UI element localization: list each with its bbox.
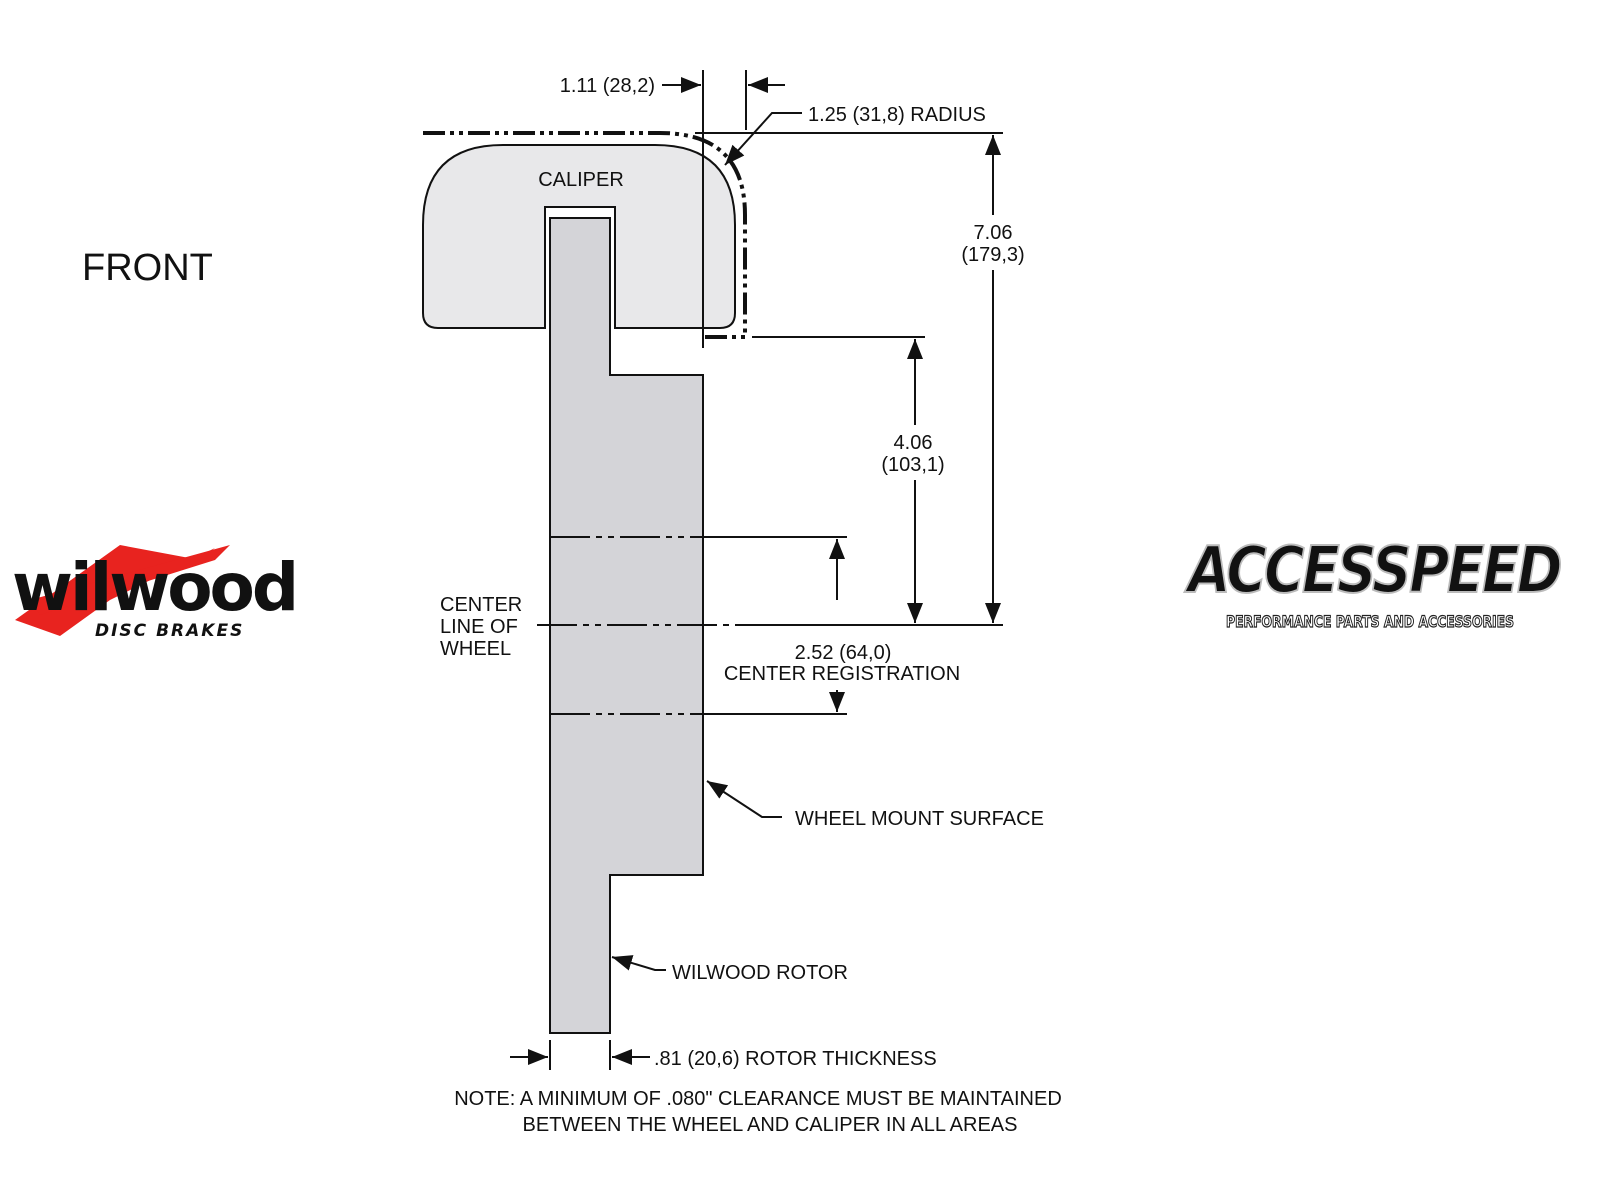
wheel-mount-leader (706, 780, 782, 818)
rotor-leader (611, 955, 666, 971)
clearance-envelope (423, 131, 747, 335)
total-height-mm: (179,3) (961, 244, 1024, 266)
radius-dimension: 1.25 (31,8) RADIUS (808, 104, 986, 126)
caliper-height-mm: (103,1) (881, 454, 944, 476)
total-height-in: 7.06 (974, 222, 1013, 244)
wilwood-sub: DISC BRAKES (95, 621, 244, 641)
wilwood-logo: wilwood DISC BRAKES (12, 545, 299, 641)
caliper-height-in: 4.06 (894, 432, 933, 454)
note-line-1: NOTE: A MINIMUM OF .080" CLEARANCE MUST … (454, 1088, 1062, 1110)
registration-label: CENTER REGISTRATION (724, 663, 960, 685)
radius-leader (724, 112, 802, 166)
caliper-label: CALIPER (538, 169, 624, 191)
wheel-mount-label: WHEEL MOUNT SURFACE (795, 808, 1044, 830)
thickness-dimension: .81 (20,6) ROTOR THICKNESS (654, 1048, 937, 1070)
offset-dimension: 1.11 (28,2) (560, 75, 655, 97)
view-label: FRONT (82, 247, 213, 289)
center-line-label: CENTER (440, 594, 522, 616)
accesspeed-logo: ACCESSPEED PERFORMANCE PARTS AND ACCESSO… (1183, 533, 1565, 632)
registration-dimension: 2.52 (64,0) (795, 642, 892, 664)
wilwood-wordmark: wilwood (12, 549, 296, 626)
accesspeed-sub: PERFORMANCE PARTS AND ACCESSORIES (1226, 612, 1514, 631)
rotor-label: WILWOOD ROTOR (672, 962, 848, 984)
accesspeed-wordmark: ACCESSPEED (1184, 534, 1561, 608)
center-line-label: WHEEL (440, 638, 511, 660)
center-line-label: LINE OF (440, 616, 518, 638)
caliper-shape (422, 144, 736, 329)
note-line-2: BETWEEN THE WHEEL AND CALIPER IN ALL ARE… (523, 1114, 1018, 1136)
